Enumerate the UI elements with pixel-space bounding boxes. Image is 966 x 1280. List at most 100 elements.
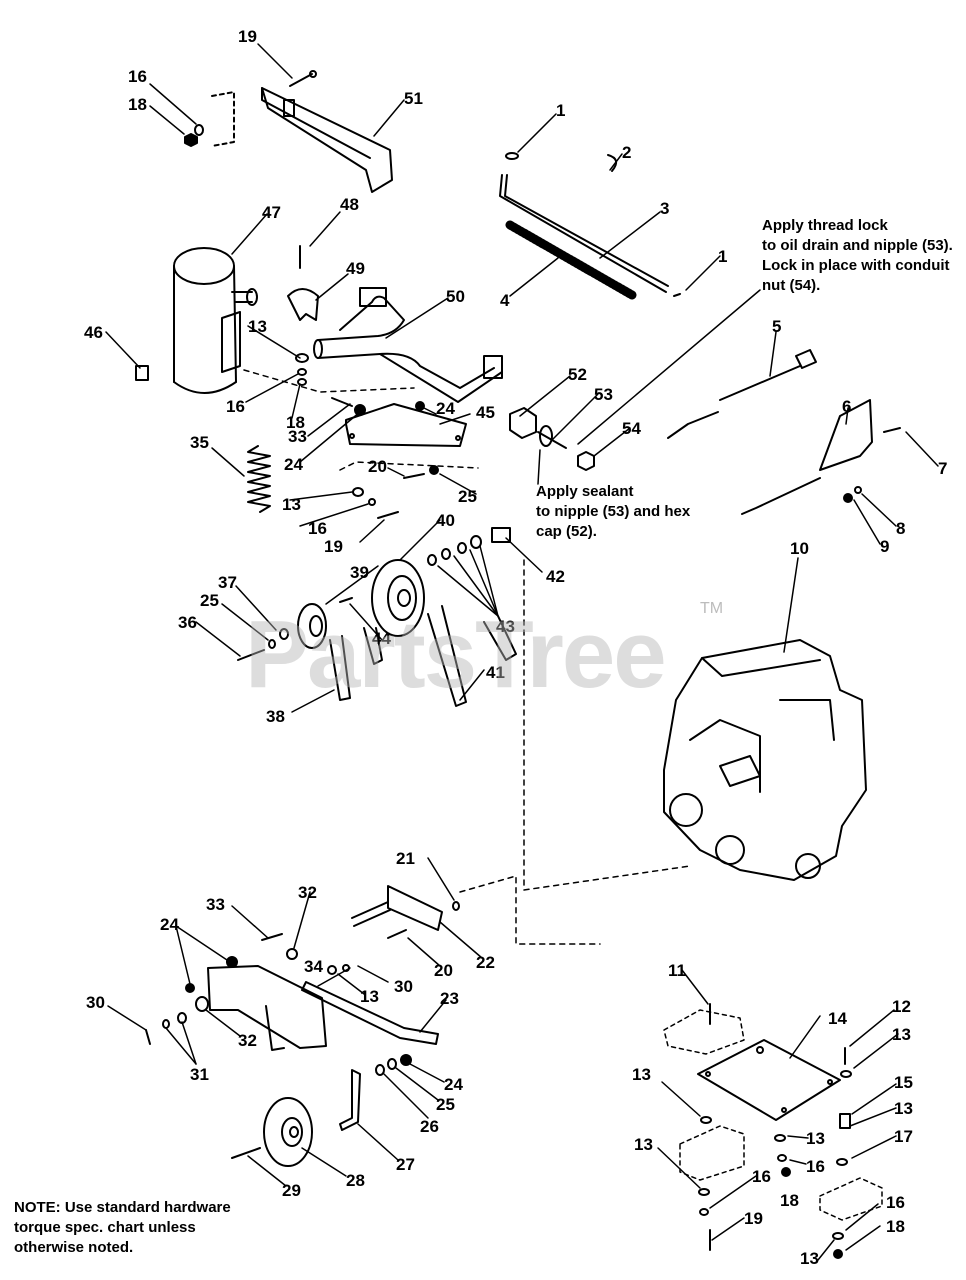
part-5-dipstick <box>667 349 817 439</box>
callout-13: 13 <box>282 495 301 514</box>
callout-45: 45 <box>476 403 495 422</box>
callout-16: 16 <box>752 1167 771 1186</box>
parts-1-4-rods <box>499 152 681 300</box>
part-51-bracket <box>261 87 393 193</box>
callout-38: 38 <box>266 707 285 726</box>
note-line: otherwise noted. <box>14 1239 134 1256</box>
note-line: to oil drain and nipple (53). <box>762 237 953 254</box>
callout-49: 49 <box>346 259 365 278</box>
callout-1: 1 <box>556 101 565 120</box>
callout-18: 18 <box>128 95 147 114</box>
callout-20: 20 <box>434 961 453 980</box>
watermark: PartsTree <box>245 601 667 708</box>
callout-13: 13 <box>800 1249 819 1268</box>
lower-hardware <box>145 901 460 1159</box>
callout-13: 13 <box>360 987 379 1006</box>
callout-24: 24 <box>444 1075 463 1094</box>
callout-33: 33 <box>206 895 225 914</box>
callout-13: 13 <box>632 1065 651 1084</box>
callout-41: 41 <box>486 663 505 682</box>
part-50-exhaust-pipe <box>313 287 503 403</box>
part-35-spring <box>247 445 271 513</box>
note-line: Apply sealant <box>536 483 634 500</box>
callout-7: 7 <box>938 459 947 478</box>
callout-18: 18 <box>886 1217 905 1236</box>
part-28-pulley <box>263 1097 313 1167</box>
callout-16: 16 <box>128 67 147 86</box>
part-22-plate <box>351 885 443 931</box>
callout-46: 46 <box>84 323 103 342</box>
part-44-key <box>339 597 353 603</box>
callout-15: 15 <box>894 1073 913 1092</box>
callout-27: 27 <box>396 1155 415 1174</box>
parts-42-43-spacers <box>427 527 511 566</box>
callout-32: 32 <box>238 1031 257 1050</box>
callout-12: 12 <box>892 997 911 1016</box>
part-34-arm <box>195 965 327 1051</box>
callout-50: 50 <box>446 287 465 306</box>
part-10-engine <box>663 639 867 881</box>
callout-6: 6 <box>842 397 851 416</box>
part-19-bolt-top <box>289 70 317 87</box>
callout-16: 16 <box>886 1193 905 1212</box>
callout-25: 25 <box>458 487 477 506</box>
part-45-plate <box>345 403 467 447</box>
callout-14: 14 <box>828 1009 847 1028</box>
callout-11: 11 <box>668 961 686 980</box>
hardware-muffler-group <box>295 353 439 519</box>
assembly-dashed-lines <box>243 369 691 945</box>
callout-25: 25 <box>436 1095 455 1114</box>
callout-31: 31 <box>190 1065 209 1084</box>
part-39-pulley <box>297 603 327 649</box>
part-15-spacer <box>839 1113 851 1129</box>
callout-9: 9 <box>880 537 889 556</box>
part-16-18-hardware-top <box>184 91 235 147</box>
part-40-pulley <box>371 559 425 637</box>
callout-54: 54 <box>622 419 641 438</box>
callout-51: 51 <box>404 89 423 108</box>
callout-16: 16 <box>226 397 245 416</box>
callout-20: 20 <box>368 457 387 476</box>
note-hardware: NOTE: Use standard hardware torque spec.… <box>14 1198 231 1258</box>
note-sealant: Apply sealant to nipple (53) and hex cap… <box>536 482 690 542</box>
part-46-clip <box>135 365 149 381</box>
callout-37: 37 <box>218 573 237 592</box>
callout-47: 47 <box>262 203 281 222</box>
callout-26: 26 <box>420 1117 439 1136</box>
note-line: nut (54). <box>762 277 821 294</box>
callout-52: 52 <box>568 365 587 384</box>
callout-13: 13 <box>806 1129 825 1148</box>
note-line: Lock in place with conduit <box>762 257 950 274</box>
part-23-bar <box>301 981 439 1045</box>
callout-33: 33 <box>288 427 307 446</box>
callout-17: 17 <box>894 1127 913 1146</box>
part-27-bracket <box>339 1069 361 1131</box>
callout-13: 13 <box>634 1135 653 1154</box>
right-dashed-blocks <box>663 1009 883 1221</box>
callout-48: 48 <box>340 195 359 214</box>
callout-labels: 19 16 18 51 1 2 3 47 48 1 49 50 4 46 13 … <box>84 27 947 1268</box>
callout-32: 32 <box>298 883 317 902</box>
callout-5: 5 <box>772 317 781 336</box>
watermark-tm: TM <box>700 600 724 617</box>
callout-16: 16 <box>806 1157 825 1176</box>
callout-19: 19 <box>744 1209 763 1228</box>
callout-23: 23 <box>440 989 459 1008</box>
callout-13: 13 <box>248 317 267 336</box>
callout-3: 3 <box>660 199 669 218</box>
parts-38-41-arms <box>329 605 517 707</box>
callout-10: 10 <box>790 539 809 558</box>
parts-36-37-hardware <box>237 628 289 661</box>
right-hardware <box>698 1003 852 1259</box>
callout-28: 28 <box>346 1171 365 1190</box>
callout-24: 24 <box>284 455 303 474</box>
note-line: to nipple (53) and hex <box>536 503 691 520</box>
callout-25: 25 <box>200 591 219 610</box>
callout-34: 34 <box>304 957 323 976</box>
callout-43: 43 <box>496 617 515 636</box>
callout-16: 16 <box>308 519 327 538</box>
callout-22: 22 <box>476 953 495 972</box>
callout-30: 30 <box>86 993 105 1012</box>
callout-30: 30 <box>394 977 413 996</box>
callout-18: 18 <box>780 1191 799 1210</box>
